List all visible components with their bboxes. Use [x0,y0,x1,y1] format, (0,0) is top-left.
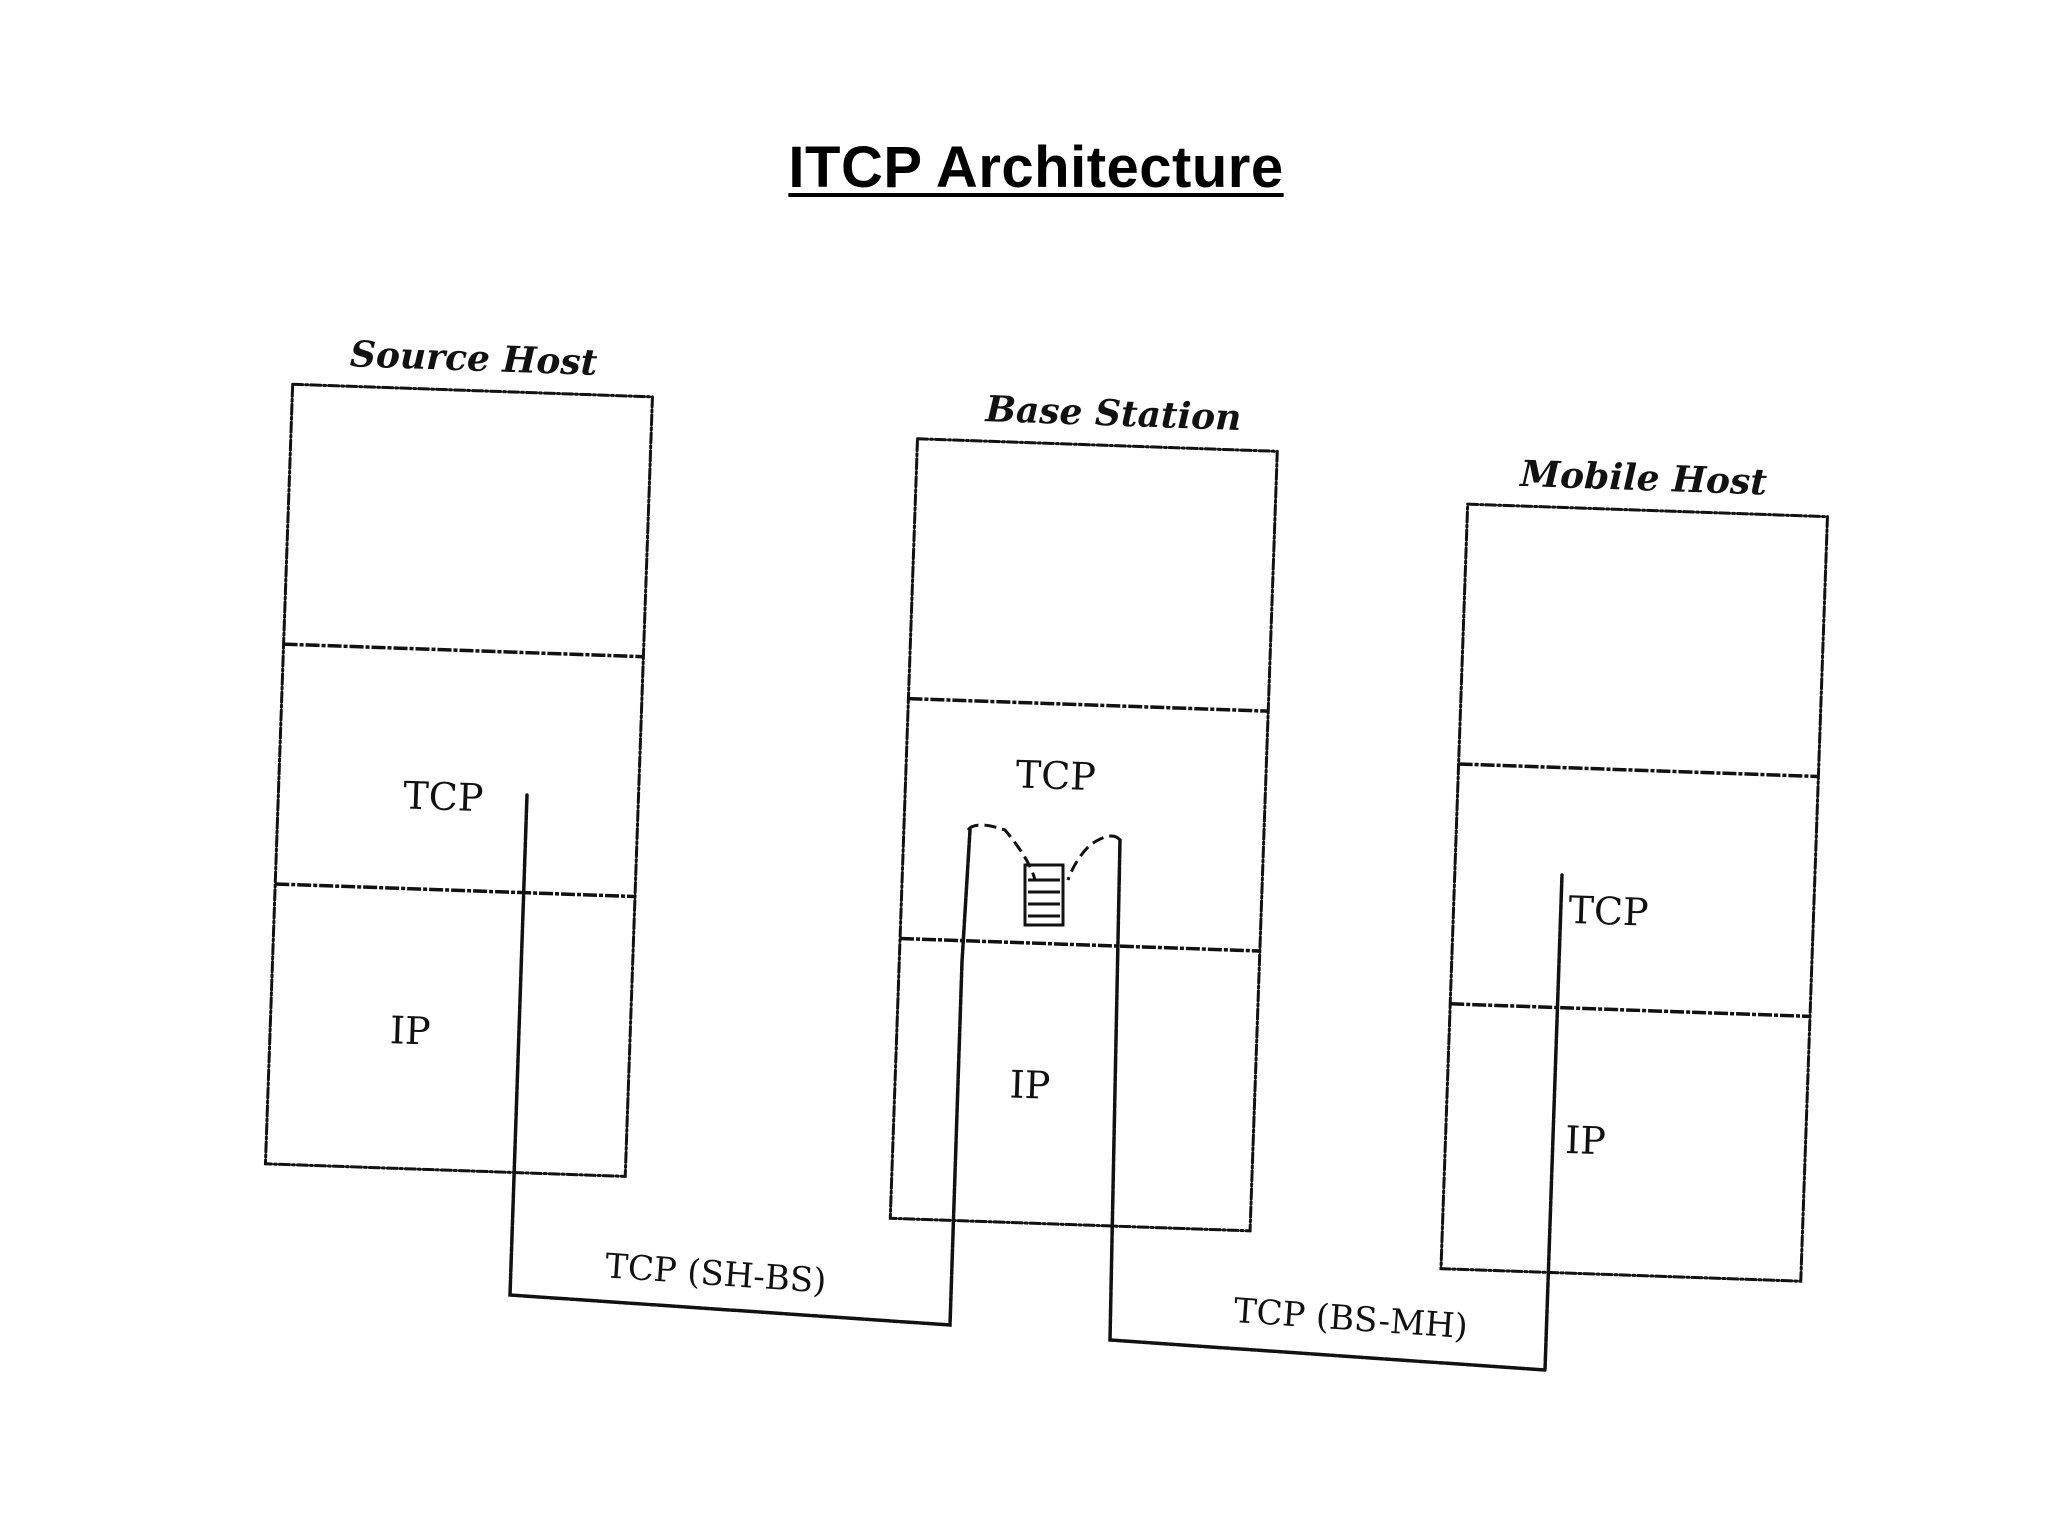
base-station-tcp-ip-divider [899,936,1260,953]
source-host-ip-label: IP [389,1008,431,1053]
mobile-host-label: Mobile Host [1518,453,1768,504]
tcp-bs-mh-label: TCP (BS-MH) [1232,1291,1469,1347]
base-station-label: Base Station [984,388,1242,439]
mobile-host-frame [1439,502,1830,1283]
source-host-tcp-ip-divider [275,882,636,899]
base-station-ip-label: IP [1009,1062,1051,1107]
buffer-icon-body [1023,863,1065,927]
source-host-stack: Source Host TCP IP [263,333,654,1178]
source-host-tcp-label: TCP [403,773,484,820]
tcp-sh-bs-path [508,793,972,1327]
mobile-host-tcp-label: TCP [1568,888,1649,935]
mobile-host-tcp-ip-divider [1450,1002,1811,1019]
source-host-label: Source Host [349,333,598,384]
tcp-sh-bs-label: TCP (SH-BS) [604,1246,828,1301]
tcp-bs-mh-path [1108,838,1564,1372]
mobile-host-app-tcp-divider [1458,762,1819,779]
mobile-host-ip-label: IP [1564,1118,1606,1163]
base-station-frame [888,437,1279,1233]
source-host-frame [263,382,654,1178]
base-station-app-tcp-divider [908,696,1269,713]
mobile-host-stack: Mobile Host TCP IP [1439,453,1830,1283]
base-station-tcp-label: TCP [1015,752,1096,799]
buffer-icon [966,823,1122,927]
page-title: ITCP Architecture [788,135,1284,200]
base-station-stack: Base Station TCP IP [888,388,1279,1233]
source-host-app-tcp-divider [283,642,644,659]
